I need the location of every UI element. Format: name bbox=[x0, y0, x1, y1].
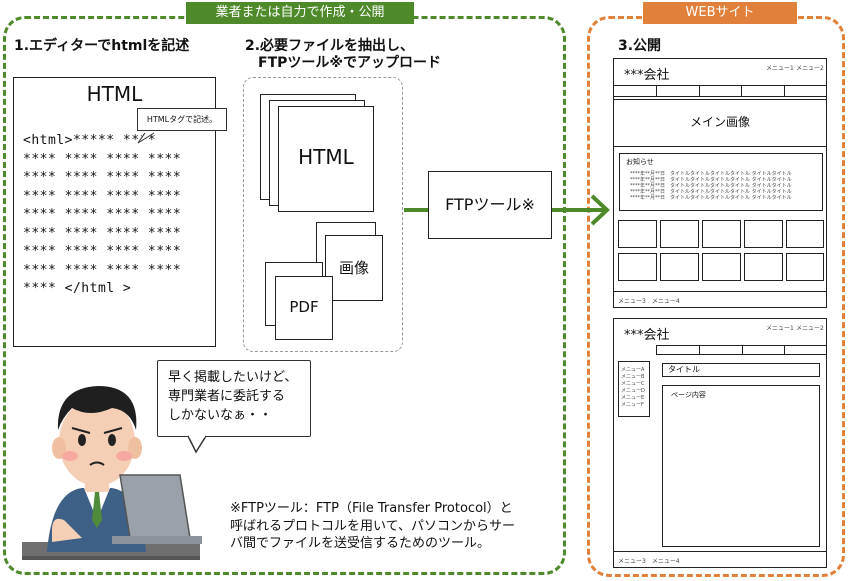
news-text: タイトルタイトルタイトルタイトル タイトルタイトル bbox=[670, 189, 792, 195]
news-text: タイトルタイトルタイトルタイトル タイトルタイトル bbox=[670, 195, 792, 201]
speech-line: しかないなぁ・・ bbox=[168, 408, 273, 423]
html-file: HTML bbox=[278, 106, 374, 212]
news-row: ****年**月**日 タイトルタイトルタイトルタイトル タイトルタイトル bbox=[630, 171, 792, 177]
news-date: ****年**月**日 bbox=[630, 171, 666, 177]
grid-cell bbox=[618, 253, 657, 281]
footer-divider bbox=[614, 551, 826, 552]
code-block: <html>***** **** **** **** **** **** ***… bbox=[23, 132, 181, 299]
news-text: タイトルタイトルタイトルタイトル タイトルタイトル bbox=[670, 171, 792, 177]
website-section-label: WEBサイト bbox=[643, 2, 797, 24]
build-section-label: 業者または自力で作成・公開 bbox=[186, 2, 414, 24]
global-nav bbox=[656, 345, 826, 355]
speech-line: 早く掲載したいけど、 bbox=[168, 370, 298, 385]
step3-title: 3.公開 bbox=[618, 38, 662, 54]
grid-cell bbox=[702, 253, 741, 281]
grid-cell bbox=[744, 253, 783, 281]
grid-cell bbox=[702, 220, 741, 248]
news-row: ****年**月**日 タイトルタイトルタイトルタイトル タイトルタイトル bbox=[630, 183, 792, 189]
ftp-tool-box: FTPツール※ bbox=[428, 171, 552, 239]
footnote-line: ※FTPツール：FTP（File Transfer Protocol）と bbox=[230, 501, 513, 516]
news-row: ****年**月**日 タイトルタイトルタイトルタイトル タイトルタイトル bbox=[630, 189, 792, 195]
code-line: **** **** **** **** bbox=[23, 244, 182, 259]
editor-heading: HTML bbox=[86, 82, 143, 106]
news-list: ****年**月**日 タイトルタイトルタイトルタイトル タイトルタイトル **… bbox=[630, 171, 792, 201]
code-line: **** **** **** **** bbox=[23, 262, 182, 278]
side-menu-item: メニューF bbox=[621, 402, 644, 408]
top-page-mockup: ***会社 メニュー1 メニュー2 メイン画像 お知らせ ****年**月**日… bbox=[613, 58, 827, 308]
worried-person-illustration bbox=[22, 386, 202, 560]
news-box: お知らせ ****年**月**日 タイトルタイトルタイトルタイトル タイトルタイ… bbox=[619, 153, 823, 211]
news-date: ****年**月**日 bbox=[630, 177, 666, 183]
footnote-line: 呼ばれるプロトコルを用いて、パソコンからサー bbox=[230, 518, 515, 534]
news-title: お知らせ bbox=[626, 158, 654, 166]
side-menu-item: メニューB bbox=[621, 374, 645, 380]
news-text: タイトルタイトルタイトルタイトル タイトルタイトル bbox=[670, 183, 792, 189]
side-menu-item: メニューE bbox=[621, 395, 645, 401]
step2-title-line2: FTPツール※でアップロード bbox=[258, 55, 441, 71]
menu-2: メニュー2 bbox=[796, 325, 824, 332]
pdf-file: PDF bbox=[275, 276, 333, 340]
speech-line: 専門業者に委託する bbox=[168, 389, 286, 404]
global-nav bbox=[614, 85, 826, 97]
news-text: タイトルタイトルタイトルタイトル タイトルタイトル bbox=[670, 177, 792, 183]
news-date: ****年**月**日 bbox=[630, 189, 666, 195]
side-menu-item: メニューD bbox=[621, 388, 645, 394]
arrow-head-icon bbox=[590, 194, 610, 226]
footnote-line: バ間でファイルを送受信するためのツール。 bbox=[230, 536, 491, 551]
code-line: **** **** **** **** bbox=[23, 188, 182, 204]
extracted-files-panel bbox=[243, 77, 403, 352]
footer-menu: メニュー3 メニュー4 bbox=[618, 298, 680, 305]
html-tag-callout: HTMLタグで記述。 bbox=[137, 108, 227, 131]
speech-bubble: 早く掲載したいけど、 専門業者に委託する しかないなぁ・・ bbox=[157, 360, 311, 437]
main-image-area: メイン画像 bbox=[614, 99, 826, 147]
upload-arrows bbox=[404, 194, 610, 226]
footer-divider bbox=[614, 291, 826, 292]
side-menu-item: メニューA bbox=[621, 367, 645, 373]
grid-cell bbox=[660, 253, 699, 281]
code-line: **** **** **** **** bbox=[23, 151, 182, 167]
image-file: 画像 bbox=[325, 235, 383, 301]
code-line: **** </html > bbox=[23, 281, 132, 296]
page-content-box: ページ内容 bbox=[662, 385, 820, 547]
code-line: **** **** **** **** bbox=[23, 207, 182, 222]
ftp-footnote: ※FTPツール：FTP（File Transfer Protocol）と 呼ばれ… bbox=[230, 500, 515, 553]
code-line: **** **** **** **** bbox=[23, 170, 182, 185]
step1-title: 1.エディターでhtmlを記述 bbox=[14, 38, 190, 54]
grid-cell bbox=[786, 220, 824, 248]
news-row: ****年**月**日 タイトルタイトルタイトルタイトル タイトルタイトル bbox=[630, 195, 792, 201]
speech-tail bbox=[187, 435, 207, 454]
grid-cell bbox=[618, 220, 657, 248]
step2-title-line1: 2.必要ファイルを抽出し、 bbox=[245, 38, 415, 54]
code-line: **** **** **** **** bbox=[23, 225, 182, 241]
callout-pointer bbox=[137, 132, 155, 144]
news-row: ****年**月**日 タイトルタイトルタイトルタイトル タイトルタイトル bbox=[630, 177, 792, 183]
page-title-box: タイトル bbox=[662, 363, 820, 377]
news-date: ****年**月**日 bbox=[630, 183, 666, 189]
menu-1: メニュー1 bbox=[766, 325, 794, 332]
side-menu: メニューA メニューB メニューC メニューD メニューE メニューF bbox=[618, 361, 650, 417]
news-date: ****年**月**日 bbox=[630, 195, 666, 201]
company-name: ***会社 bbox=[624, 68, 670, 83]
grid-cell bbox=[744, 220, 783, 248]
footer-menu: メニュー3 メニュー4 bbox=[618, 558, 680, 565]
sub-page-mockup: ***会社 メニュー1 メニュー2 メニューA メニューB メニューC メニュー… bbox=[613, 318, 827, 568]
content-grid bbox=[618, 220, 824, 284]
menu-2: メニュー2 bbox=[796, 65, 824, 72]
grid-cell bbox=[786, 253, 824, 281]
menu-1: メニュー1 bbox=[766, 65, 794, 72]
company-name: ***会社 bbox=[624, 328, 670, 343]
grid-cell bbox=[660, 220, 699, 248]
side-menu-item: メニューC bbox=[621, 381, 645, 387]
